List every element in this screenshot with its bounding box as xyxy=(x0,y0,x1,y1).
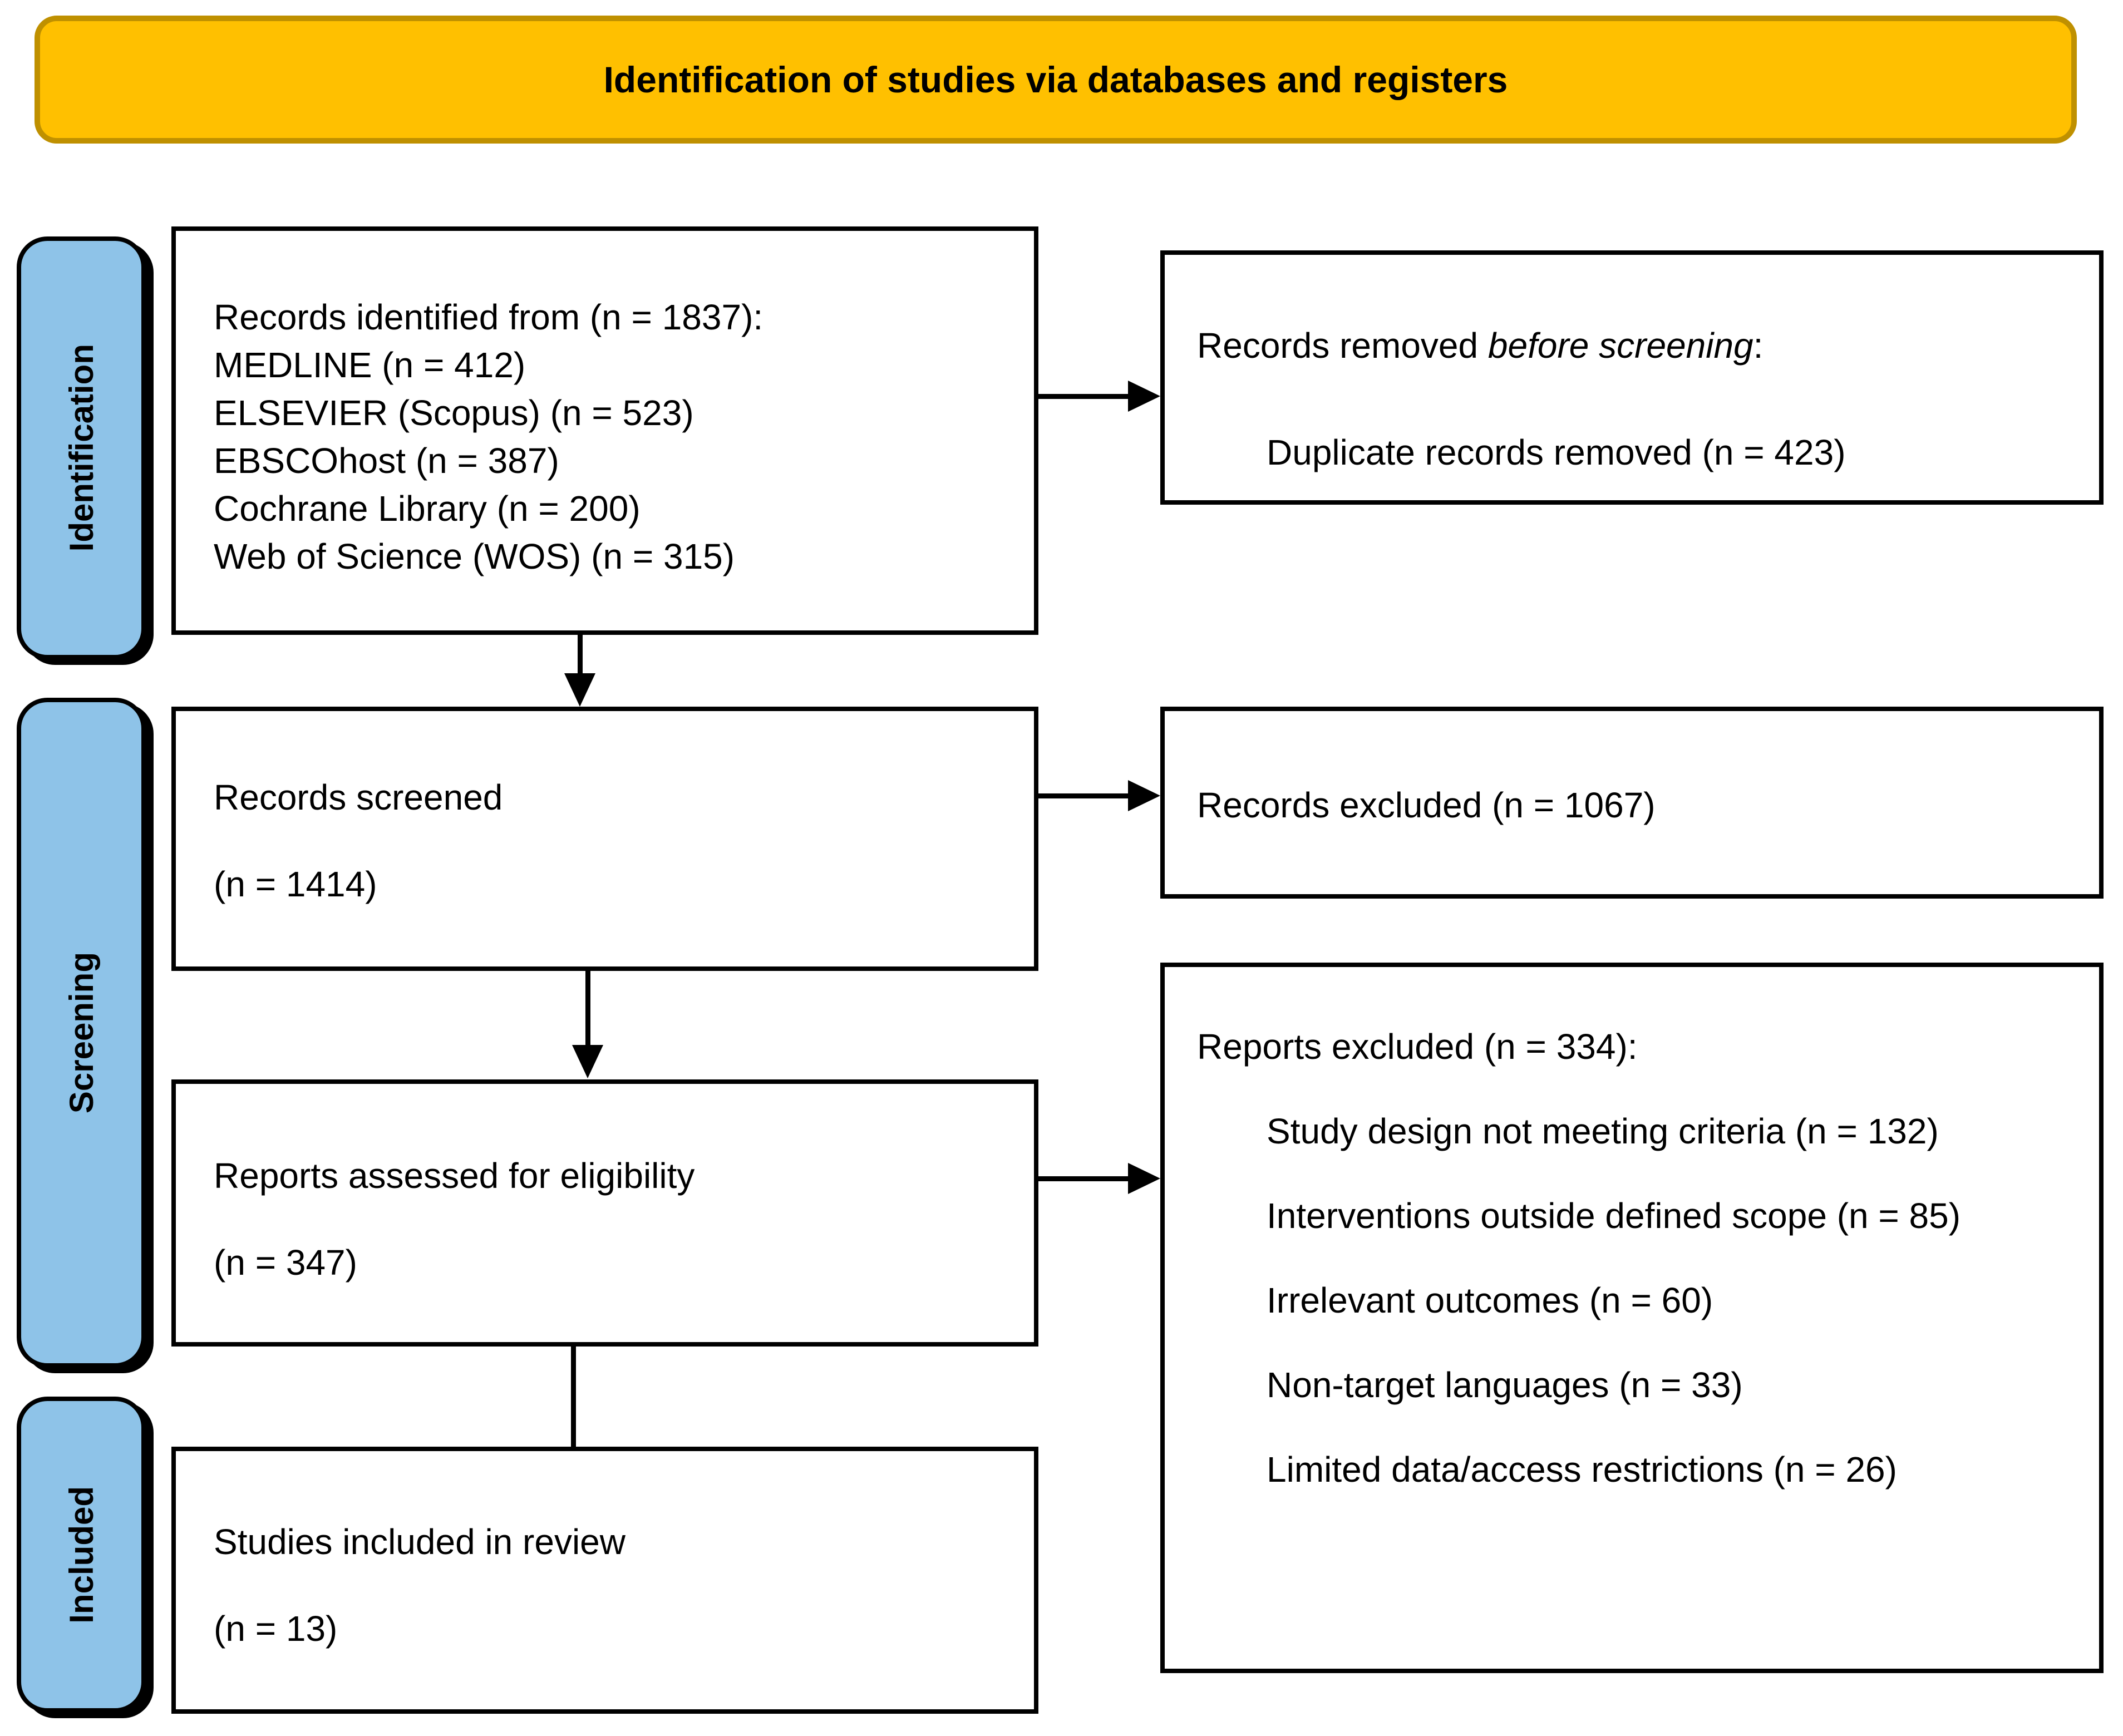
arrow-identified-to-screened-line xyxy=(578,634,583,675)
arrow-assessed-to-reports-excluded-head xyxy=(1128,1163,1160,1194)
title-banner: Identification of studies via databases … xyxy=(35,16,2077,144)
box-reports-assessed: Reports assessed for eligibility (n = 34… xyxy=(171,1079,1038,1347)
stage-screening: Screening xyxy=(17,698,146,1368)
diagram-title: Identification of studies via databases … xyxy=(603,59,1508,100)
studies-included-count: (n = 13) xyxy=(214,1609,338,1649)
arrow-identified-to-removed-head xyxy=(1128,381,1160,412)
stage-included: Included xyxy=(17,1397,146,1713)
records-screened-count: (n = 1414) xyxy=(214,864,377,904)
stage-screening-label: Screening xyxy=(62,951,100,1114)
studies-included-label: Studies included in review xyxy=(214,1522,625,1562)
box-studies-included: Studies included in review (n = 13) xyxy=(171,1447,1038,1714)
records-identified-medline: MEDLINE (n = 412) xyxy=(214,345,526,385)
box-reports-excluded: Reports excluded (n = 334): Study design… xyxy=(1160,963,2104,1673)
arrow-screened-to-assessed-head xyxy=(572,1045,603,1078)
box-records-removed: Records removed before screening: Duplic… xyxy=(1160,250,2104,505)
reports-excluded-item-languages: Non-target languages (n = 33) xyxy=(1267,1365,1743,1405)
reports-excluded-item-design: Study design not meeting criteria (n = 1… xyxy=(1267,1111,1939,1151)
records-excluded-label: Records excluded (n = 1067) xyxy=(1197,785,1656,825)
arrow-screened-to-excluded-head xyxy=(1128,780,1160,811)
reports-excluded-heading: Reports excluded (n = 334): xyxy=(1197,1027,1638,1067)
records-removed-heading-suffix: : xyxy=(1753,326,1764,366)
box-records-screened: Records screened (n = 1414) xyxy=(171,707,1038,971)
reports-excluded-item-limited-data: Limited data/access restrictions (n = 26… xyxy=(1267,1449,1897,1490)
arrow-assessed-to-reports-excluded-line xyxy=(1036,1176,1132,1181)
records-screened-label: Records screened xyxy=(214,777,503,817)
reports-assessed-label: Reports assessed for eligibility xyxy=(214,1156,695,1196)
records-removed-heading-italic: before screening xyxy=(1487,326,1753,366)
records-identified-cochrane: Cochrane Library (n = 200) xyxy=(214,489,641,529)
records-removed-heading-prefix: Records removed xyxy=(1197,326,1488,366)
stage-included-label: Included xyxy=(62,1486,100,1624)
box-records-identified: Records identified from (n = 1837): MEDL… xyxy=(171,226,1038,635)
records-identified-heading: Records identified from (n = 1837): xyxy=(214,297,764,337)
connector-assessed-to-included-line xyxy=(571,1345,576,1448)
arrow-identified-to-screened-head xyxy=(564,673,595,707)
records-removed-heading: Records removed before screening: xyxy=(1197,322,2082,369)
arrow-screened-to-excluded-line xyxy=(1036,793,1132,798)
reports-excluded-item-interventions: Interventions outside defined scope (n =… xyxy=(1267,1196,1961,1236)
records-identified-wos: Web of Science (WOS) (n = 315) xyxy=(214,536,735,576)
records-identified-ebscohost: EBSCOhost (n = 387) xyxy=(214,441,559,481)
stage-identification-label: Identification xyxy=(62,344,100,552)
box-records-excluded: Records excluded (n = 1067) xyxy=(1160,707,2104,899)
reports-excluded-item-outcomes: Irrelevant outcomes (n = 60) xyxy=(1267,1280,1713,1320)
arrow-identified-to-removed-line xyxy=(1036,394,1132,399)
arrow-screened-to-assessed-line xyxy=(585,970,590,1047)
records-identified-elsevier: ELSEVIER (Scopus) (n = 523) xyxy=(214,393,694,433)
reports-assessed-count: (n = 347) xyxy=(214,1242,357,1283)
stage-identification: Identification xyxy=(17,236,146,659)
duplicate-records-removed: Duplicate records removed (n = 423) xyxy=(1267,432,1846,472)
